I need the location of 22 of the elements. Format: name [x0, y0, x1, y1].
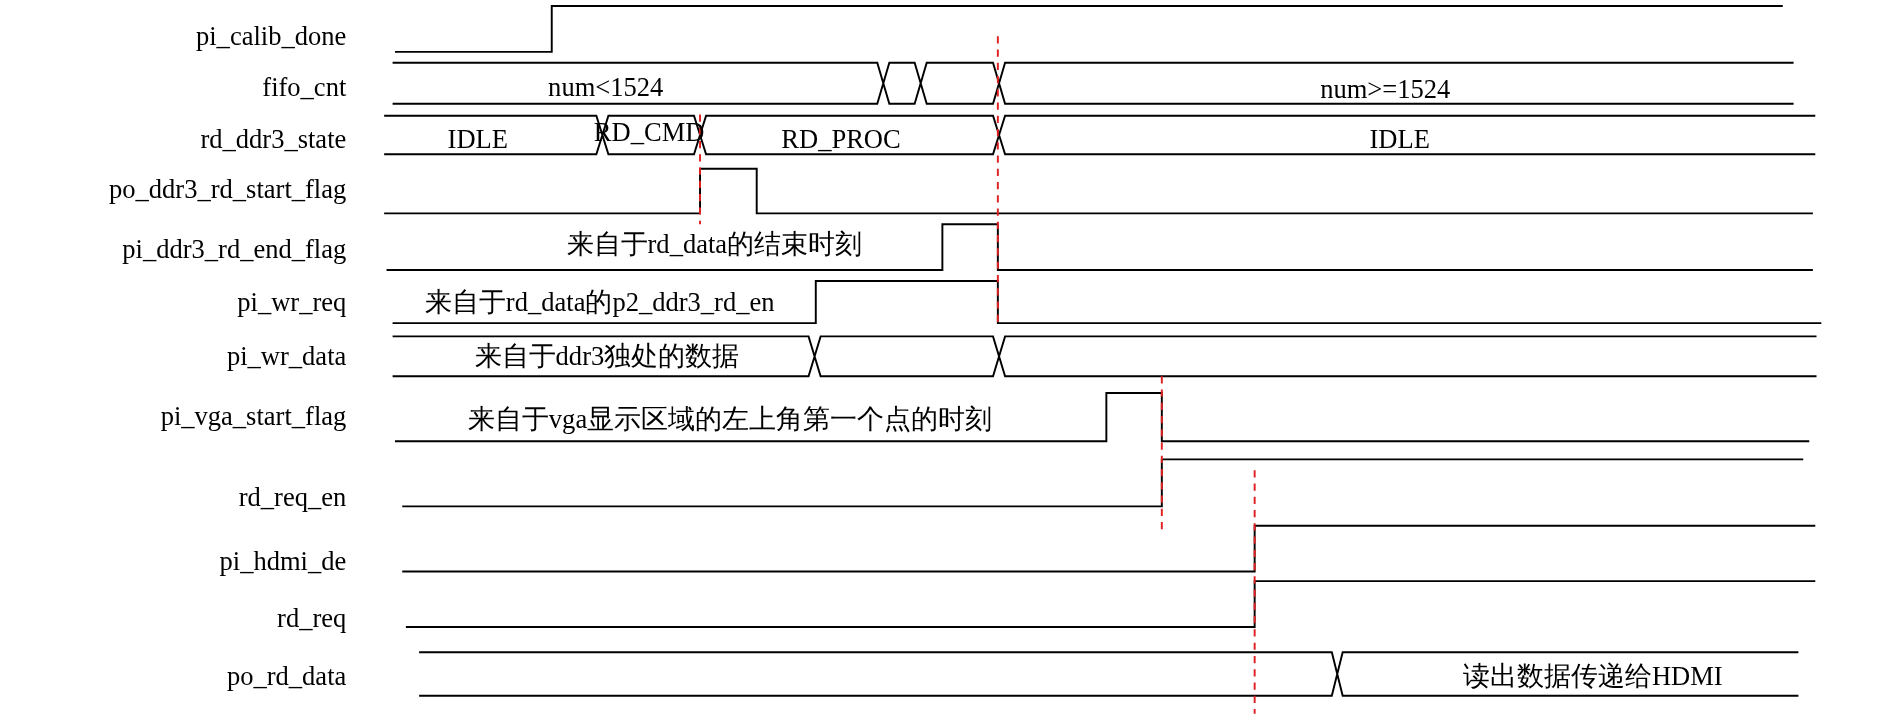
- signal-name: rd_req_en: [238, 483, 347, 511]
- bus-value-label: num>=1524: [1320, 76, 1451, 103]
- signal-name: rd_req: [277, 604, 347, 632]
- annotation-text: 来自于ddr3独处的数据: [474, 342, 740, 370]
- annotation-text: 来自于vga显示区域的左上角第一个点的时刻: [467, 405, 993, 432]
- signal-name: rd_ddr3_state: [200, 125, 347, 152]
- bus-value-label: IDLE: [447, 125, 508, 152]
- signal-name: pi_ddr3_rd_end_flag: [122, 235, 347, 262]
- annotation-text: 来自于rd_data的结束时刻: [566, 230, 863, 257]
- signal-name: pi_wr_req: [237, 288, 347, 315]
- annotation-text: 来自于rd_data的p2_ddr3_rd_en: [424, 288, 775, 315]
- signal-name: pi_calib_done: [196, 22, 347, 50]
- annotation-text: 读出数据传递给HDMI: [1462, 662, 1723, 689]
- signal-name: po_ddr3_rd_start_flag: [109, 176, 347, 203]
- signal-name: pi_vga_start_flag: [160, 403, 347, 430]
- signal-name: fifo_cnt: [262, 73, 347, 101]
- bus-value-label: RD_PROC: [781, 125, 901, 152]
- signal-name: po_rd_data: [226, 662, 347, 689]
- bus-value-label: num<1524: [548, 73, 664, 101]
- signal-name: pi_wr_data: [226, 342, 347, 370]
- signal-name: pi_hdmi_de: [219, 547, 347, 575]
- bus-value-label: IDLE: [1369, 125, 1430, 152]
